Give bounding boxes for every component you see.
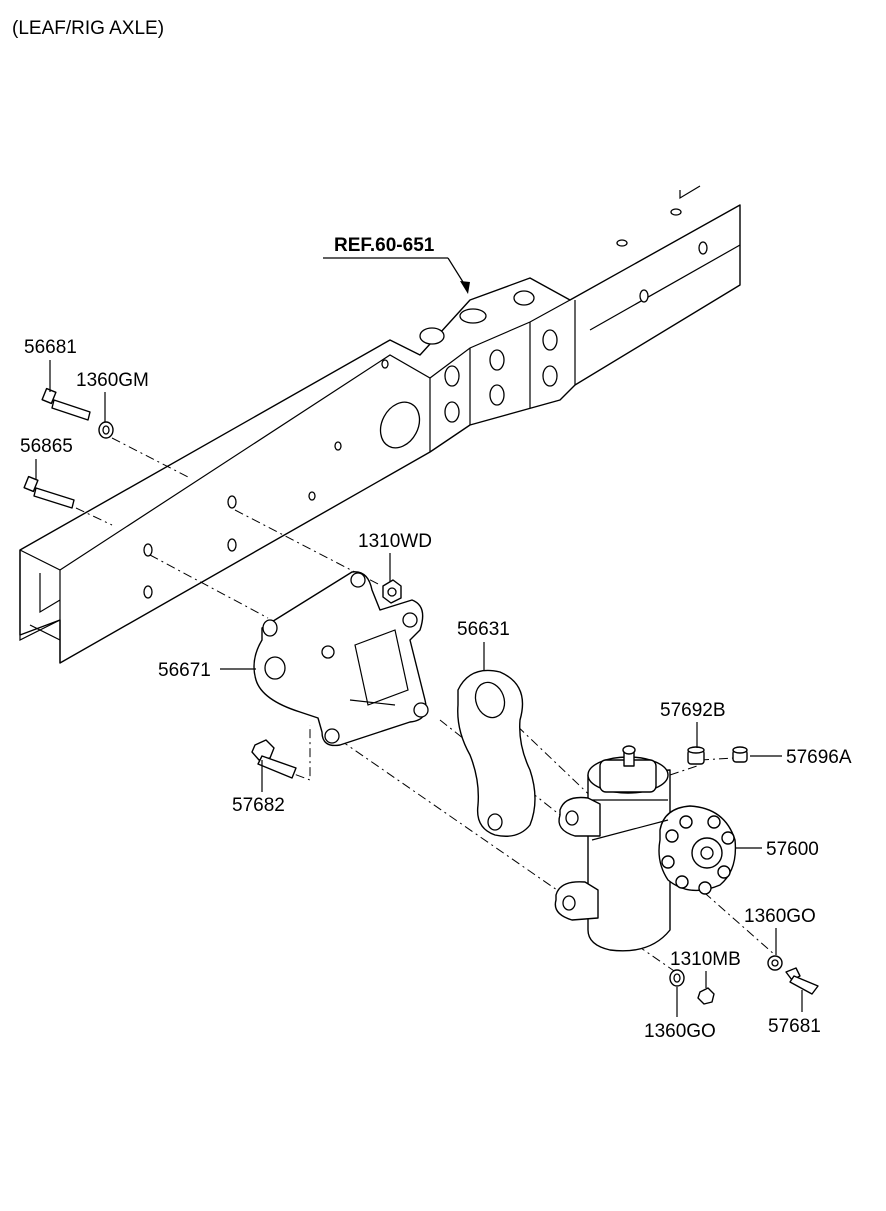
callout-57682[interactable]: 57682 [232, 760, 285, 816]
callout-56631[interactable]: 56631 [457, 619, 510, 670]
fitting-57696A-part [732, 746, 748, 763]
reference-arrow-icon [460, 281, 470, 294]
variant-title: (LEAF/RIG AXLE) [12, 18, 164, 39]
bolt-57681-part [785, 967, 819, 995]
callout-57600[interactable]: 57600 [736, 839, 819, 860]
callout-label-57600: 57600 [766, 839, 819, 860]
nut-1310MB-part [697, 987, 715, 1005]
callout-56671[interactable]: 56671 [158, 660, 256, 681]
callout-56865[interactable]: 56865 [20, 436, 73, 480]
nut-1310WD-part [382, 579, 402, 604]
callout-1310WD[interactable]: 1310WD [358, 531, 432, 582]
callout-1310MB[interactable]: 1310MB [670, 949, 741, 988]
bolt-56681-part [41, 387, 91, 421]
pitman-arm-56631-part [457, 669, 536, 837]
bolt-57682-part [251, 739, 297, 779]
callout-label-1360GO-right: 1360GO [744, 906, 816, 927]
callout-label-1310MB: 1310MB [670, 949, 741, 970]
callout-label-56631: 56631 [457, 619, 510, 640]
callout-label-1310WD: 1310WD [358, 531, 432, 552]
plug-57692B-part [687, 746, 705, 765]
callout-56681[interactable]: 56681 [24, 337, 77, 392]
bolt-56865-part [23, 475, 75, 509]
callout-label-1360GM: 1360GM [76, 370, 149, 391]
frame-rail [19, 185, 741, 664]
callout-1360GO-left[interactable]: 1360GO [644, 987, 716, 1042]
callout-1360GM[interactable]: 1360GM [76, 370, 149, 422]
washer-1360GO-left-part [669, 969, 685, 987]
callout-label-1360GO-left: 1360GO [644, 1021, 716, 1042]
callout-label-57696A: 57696A [786, 747, 852, 768]
callout-57681[interactable]: 57681 [768, 990, 821, 1037]
callout-57692B[interactable]: 57692B [660, 700, 726, 748]
callout-label-57692B: 57692B [660, 700, 726, 721]
washer-1360GO-right-part [767, 955, 783, 971]
callout-label-56671: 56671 [158, 660, 211, 681]
callout-label-56865: 56865 [20, 436, 73, 457]
callout-label-57682: 57682 [232, 795, 285, 816]
reference-label: REF.60-651 [334, 235, 435, 256]
reference-callout[interactable]: REF.60-651 [323, 235, 470, 294]
callout-label-57681: 57681 [768, 1016, 821, 1037]
washer-1360GM-part [98, 421, 114, 439]
callout-57696A[interactable]: 57696A [750, 747, 852, 768]
callout-label-56681: 56681 [24, 337, 77, 358]
steering-gear-57600-part [554, 745, 737, 952]
callout-1360GO-right[interactable]: 1360GO [744, 906, 816, 955]
bracket-56671-part [253, 571, 429, 747]
